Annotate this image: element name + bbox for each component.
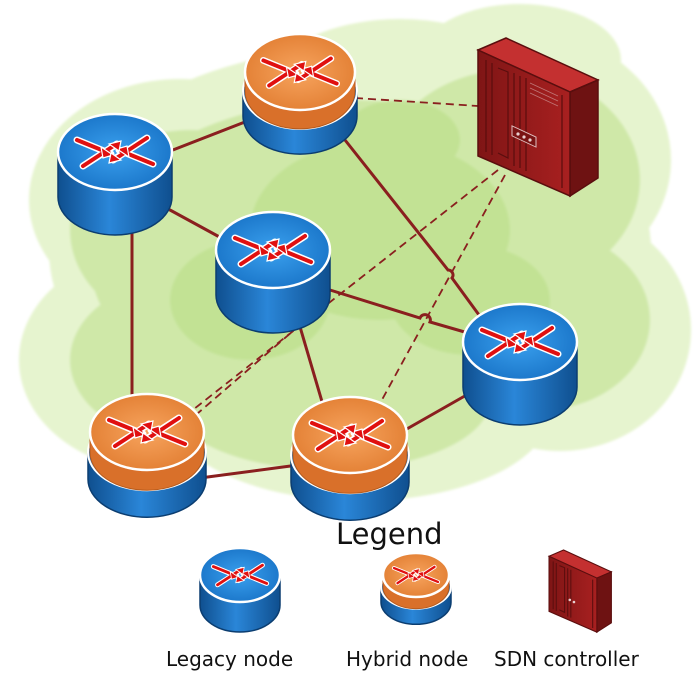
link-n3-n6 [296, 318, 325, 407]
nodes-layer [56, 32, 579, 521]
legend-hybrid-router-icon [380, 551, 452, 625]
link-n5-n6 [198, 463, 300, 480]
legacy-node-n2-icon [56, 112, 174, 236]
control-link-n5 [179, 169, 499, 421]
legend-label-controller: SDN controller [494, 647, 639, 671]
legend-label-legacy: Legacy node [166, 647, 294, 671]
control-link-n6 [371, 174, 506, 419]
sdn-controller-server-icon [476, 37, 600, 198]
legacy-node-n3-icon [214, 210, 332, 334]
legend-server-icon [547, 549, 613, 634]
legend-legacy-router-icon [198, 546, 282, 633]
link-n6-n4 [403, 391, 472, 432]
link-n2-n3 [168, 208, 227, 242]
link-n3-n4 [328, 288, 477, 337]
link-n1-n2 [158, 118, 252, 157]
hybrid-node-n5-icon [87, 392, 207, 518]
legacy-node-n4-icon [461, 302, 579, 426]
control-link-n1 [354, 97, 479, 107]
hybrid-node-n6-icon [290, 395, 410, 521]
legend-label-hybrid: Hybrid node [346, 647, 469, 671]
hybrid-node-n1-icon [242, 32, 358, 155]
legend-title: Legend [336, 517, 443, 551]
dashed-links-layer [179, 97, 506, 421]
link-n3-n5 [189, 324, 301, 421]
legend [198, 546, 613, 634]
